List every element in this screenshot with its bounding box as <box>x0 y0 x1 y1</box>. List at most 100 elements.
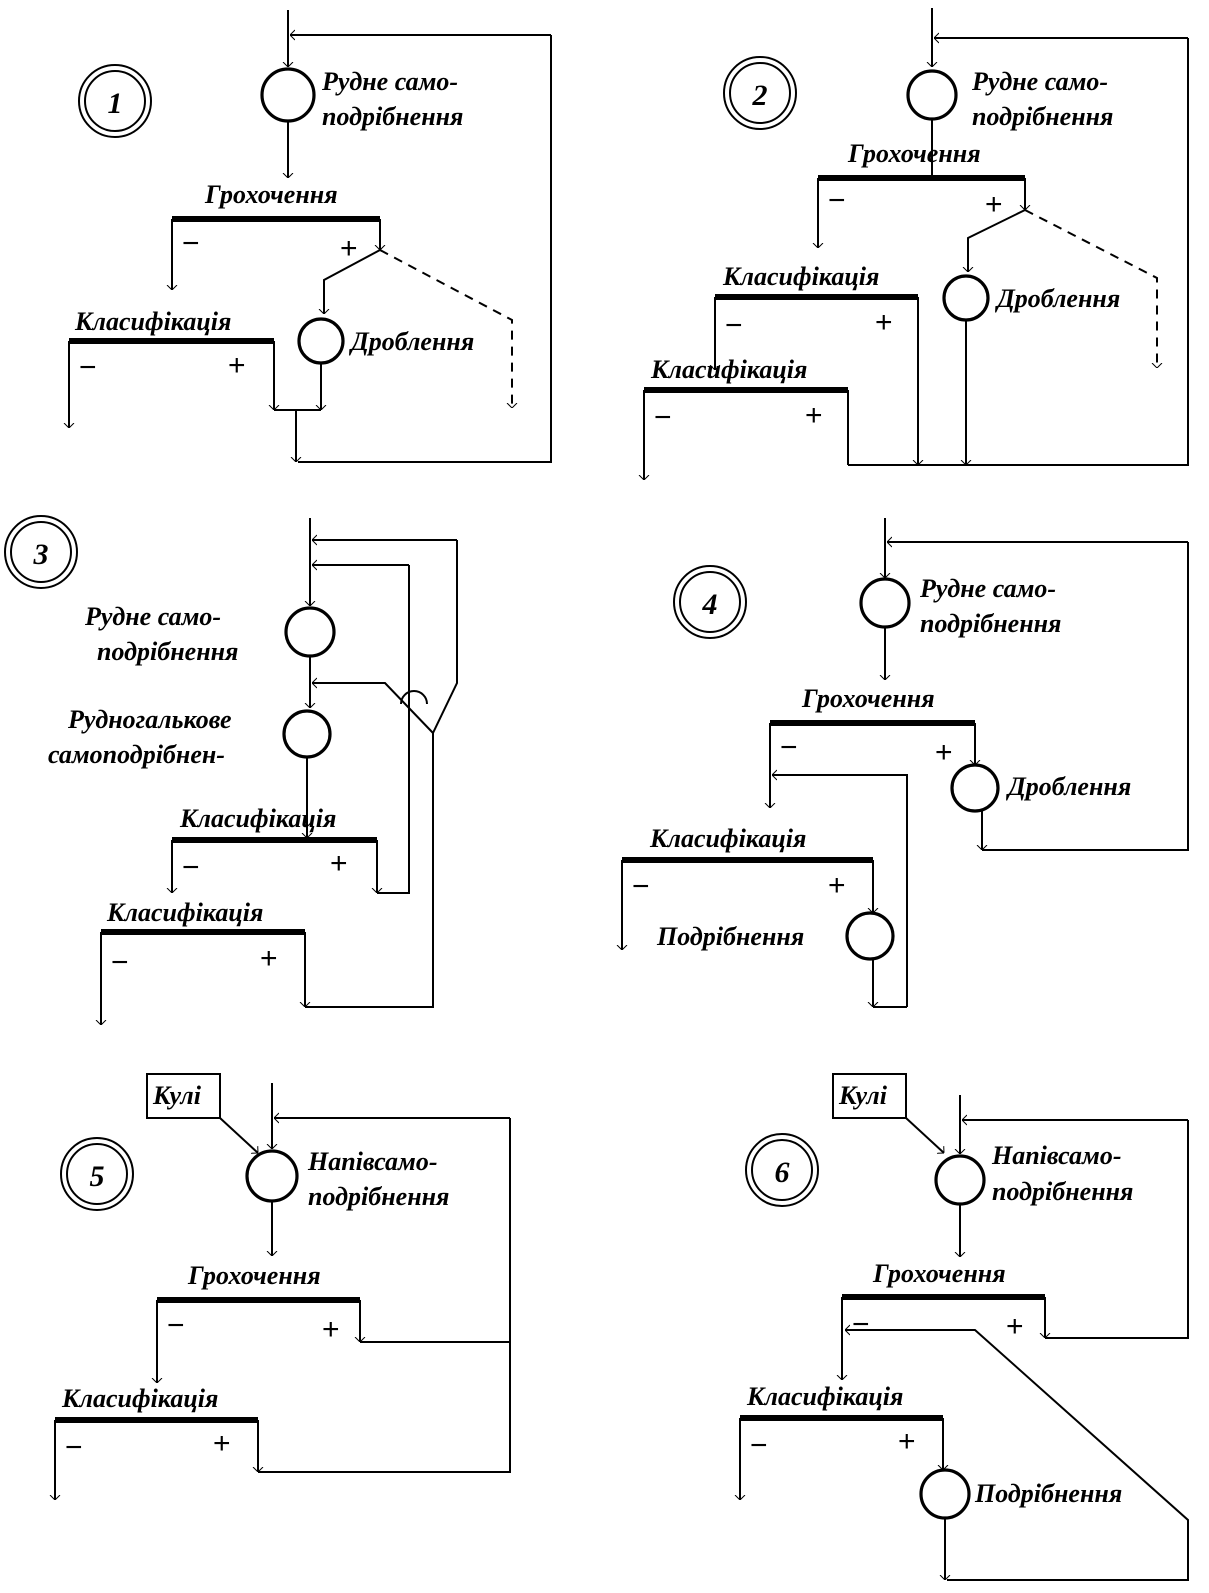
scheme-number: 1 <box>108 87 123 120</box>
crusher-circle <box>950 763 1000 813</box>
scheme-number-badge: 5 <box>60 1137 134 1211</box>
bypass-dashed-arrow <box>379 249 512 408</box>
minus-sign: − <box>182 227 200 260</box>
bypass-dashed-arrow <box>1024 209 1157 368</box>
mill-label-line2: подрібнення <box>322 102 463 131</box>
balls-box <box>146 1073 221 1119</box>
scheme-number-badge: 1 <box>78 64 152 138</box>
mill-label-line2: подрібнення <box>920 609 1061 638</box>
mill-label-line1: Напівсамо- <box>991 1141 1122 1170</box>
plus-sign: + <box>875 306 893 339</box>
classifier-label: Класифікація <box>106 898 263 927</box>
scheme-2: 2 Рудне само- подрібнення Грохочення − +… <box>644 8 1189 480</box>
mill-label-line1: Рудне само- <box>971 67 1108 96</box>
classifier-label: Класифікація <box>649 824 806 853</box>
screen-label: Грохочення <box>872 1259 1006 1288</box>
scheme-5: 5 Кулі Напівсамо- подрібнення Грохочення… <box>55 1073 511 1500</box>
recycle-arrow-in <box>772 775 908 1007</box>
mill-label-line2: подрібнення <box>97 637 238 666</box>
plus-sign: + <box>805 399 823 432</box>
plus-sign: + <box>260 942 278 975</box>
minus-sign: − <box>632 870 650 903</box>
recycle-line <box>258 1118 511 1473</box>
crusher-circle <box>942 274 990 322</box>
scheme-number: 5 <box>90 1160 105 1193</box>
scheme-1: 1 Рудне само- подрібнення Грохочення − +… <box>69 10 552 463</box>
recycle-line <box>982 542 1189 851</box>
plus-sign: + <box>340 232 358 265</box>
scheme-4: 4 Рудне само- подрібнення Грохочення − +… <box>622 518 1189 1008</box>
scheme-number-badge: 6 <box>745 1133 819 1207</box>
plus-sign: + <box>322 1313 340 1346</box>
screen-label: Грохочення <box>847 139 981 168</box>
balls-label: Кулі <box>838 1081 888 1110</box>
classifier-label: Класифікація <box>746 1382 903 1411</box>
screen-label: Грохочення <box>801 684 935 713</box>
classifier-label: Класифікація <box>61 1384 218 1413</box>
crusher-label: Дроблення <box>1006 772 1131 801</box>
recycle-line <box>377 565 410 894</box>
recycle-arrow-in <box>845 1330 1189 1581</box>
recycle-line <box>848 38 1189 466</box>
crusher-feed-arrow <box>324 249 381 314</box>
mill-circle <box>906 69 958 121</box>
mill2-label-line1: Рудногалькове <box>67 705 232 734</box>
balls-box <box>832 1073 907 1119</box>
balls-arrow <box>219 1117 259 1153</box>
scheme-6: 6 Кулі Напівсамо- подрібнення Грохочення… <box>740 1073 1189 1581</box>
recycle-line <box>1045 1120 1189 1339</box>
minus-sign: − <box>780 731 798 764</box>
mill-circle <box>245 1149 299 1203</box>
mill-circle <box>260 67 316 123</box>
scheme-number-badge: 2 <box>723 56 797 130</box>
classifier-label: Класифікація <box>74 307 231 336</box>
mill-label-line1: Рудне само- <box>321 67 458 96</box>
screen-label: Грохочення <box>204 180 338 209</box>
mill-circle <box>919 1468 971 1520</box>
classifier-label: Класифікація <box>179 804 336 833</box>
minus-sign: − <box>828 184 846 217</box>
mill-label-line2: подрібнення <box>972 102 1113 131</box>
mill-label-line2: подрібнення <box>992 1177 1133 1206</box>
mill-label: Подрібнення <box>656 922 804 951</box>
minus-sign: − <box>167 1309 185 1342</box>
minus-sign: − <box>654 401 672 434</box>
crossover-hop <box>400 690 428 705</box>
classifier-label: Класифікація <box>650 355 807 384</box>
plus-sign: + <box>985 188 1003 221</box>
scheme-number: 4 <box>702 588 718 621</box>
mill-label-line1: Рудне само- <box>84 602 221 631</box>
scheme-number-badge: 3 <box>4 515 78 589</box>
scheme-number: 3 <box>33 538 49 571</box>
mill-circle <box>284 606 336 658</box>
mill-label-line1: Рудне само- <box>919 574 1056 603</box>
recycle-line <box>305 540 458 1008</box>
scheme-number: 2 <box>752 79 768 112</box>
crusher-label: Дроблення <box>349 327 474 356</box>
crusher-label: Дроблення <box>995 284 1120 313</box>
scheme-3: 3 Рудне само- подрібнення Рудногалькове … <box>4 515 458 1025</box>
crusher-feed-arrow <box>968 209 1026 272</box>
recycle-line <box>298 35 552 463</box>
mill-circle <box>934 1154 986 1206</box>
crusher-circle <box>297 317 345 365</box>
plus-sign: + <box>228 349 246 382</box>
scheme-number: 6 <box>775 1156 790 1189</box>
minus-sign: − <box>725 309 743 342</box>
balls-label: Кулі <box>152 1081 202 1110</box>
plus-sign: + <box>828 869 846 902</box>
mill-label: Подрібнення <box>974 1479 1122 1508</box>
mill-label-line2: подрібнення <box>308 1182 449 1211</box>
mill-circle <box>282 709 332 759</box>
minus-sign: − <box>79 351 97 384</box>
minus-sign: − <box>182 851 200 884</box>
mill-circle <box>845 911 895 961</box>
minus-sign: − <box>852 1308 870 1341</box>
plus-sign: + <box>935 736 953 769</box>
mill-label-line1: Напівсамо- <box>307 1147 438 1176</box>
classifier-label: Класифікація <box>722 262 879 291</box>
plus-sign: + <box>213 1427 231 1460</box>
minus-sign: − <box>111 946 129 979</box>
minus-sign: − <box>65 1431 83 1464</box>
